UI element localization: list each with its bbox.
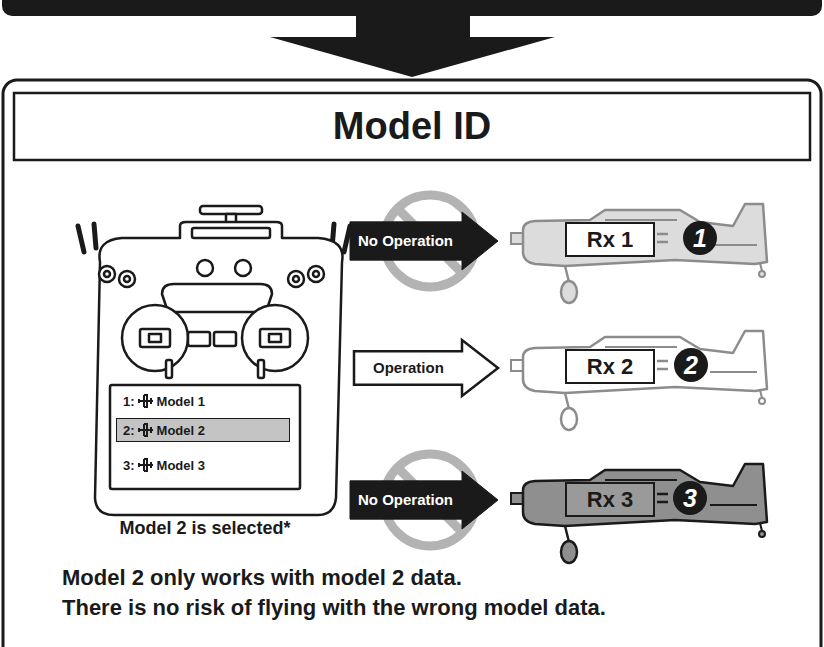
model-plane [511,204,767,303]
callout-number: 2 [674,348,708,382]
row-number: 2: [123,423,135,438]
down-arrow-shaft [356,14,470,38]
receiver-label: Rx 1 [587,227,633,252]
block-arrow: Operation [354,340,498,396]
arrow-label: No Operation [358,212,453,270]
title-frame [14,93,810,160]
receiver-box: Rx 1 [565,222,655,257]
callout-number: 3 [673,481,707,515]
plane-icon [138,423,154,437]
receiver-box: Rx 3 [565,482,655,517]
model-list-row: 1: Model 1 [116,389,290,413]
block-arrow: No Operation [350,212,498,270]
selection-note: Model 2 is selected* [119,518,290,539]
model-plane [511,331,767,430]
note: There is no risk of flying with the wron… [62,595,606,621]
model-name: Model 3 [157,458,205,473]
arrow-label: Operation [373,340,444,396]
plane-icon [138,458,154,472]
plane-icon [138,394,154,408]
model-name: Model 1 [157,394,205,409]
panel-frame [3,80,821,647]
model-name: Model 2 [157,423,205,438]
down-arrow-head [270,37,555,77]
model-list-row: 2: Model 2 [116,418,290,442]
callout-number: 1 [683,221,717,255]
row-number: 3: [123,458,135,473]
top-band [2,0,822,16]
note: Model 2 only works with model 2 data. [62,565,462,591]
title: Model ID [333,105,491,148]
receiver-box: Rx 2 [565,349,655,384]
arrow-label: No Operation [358,471,453,529]
block-arrow: No Operation [350,471,498,529]
model-plane [511,464,767,563]
receiver-label: Rx 3 [587,487,633,512]
receiver-label: Rx 2 [587,354,633,379]
model-list-row: 3: Model 3 [116,453,290,477]
row-number: 1: [123,394,135,409]
transmitter [78,206,350,515]
